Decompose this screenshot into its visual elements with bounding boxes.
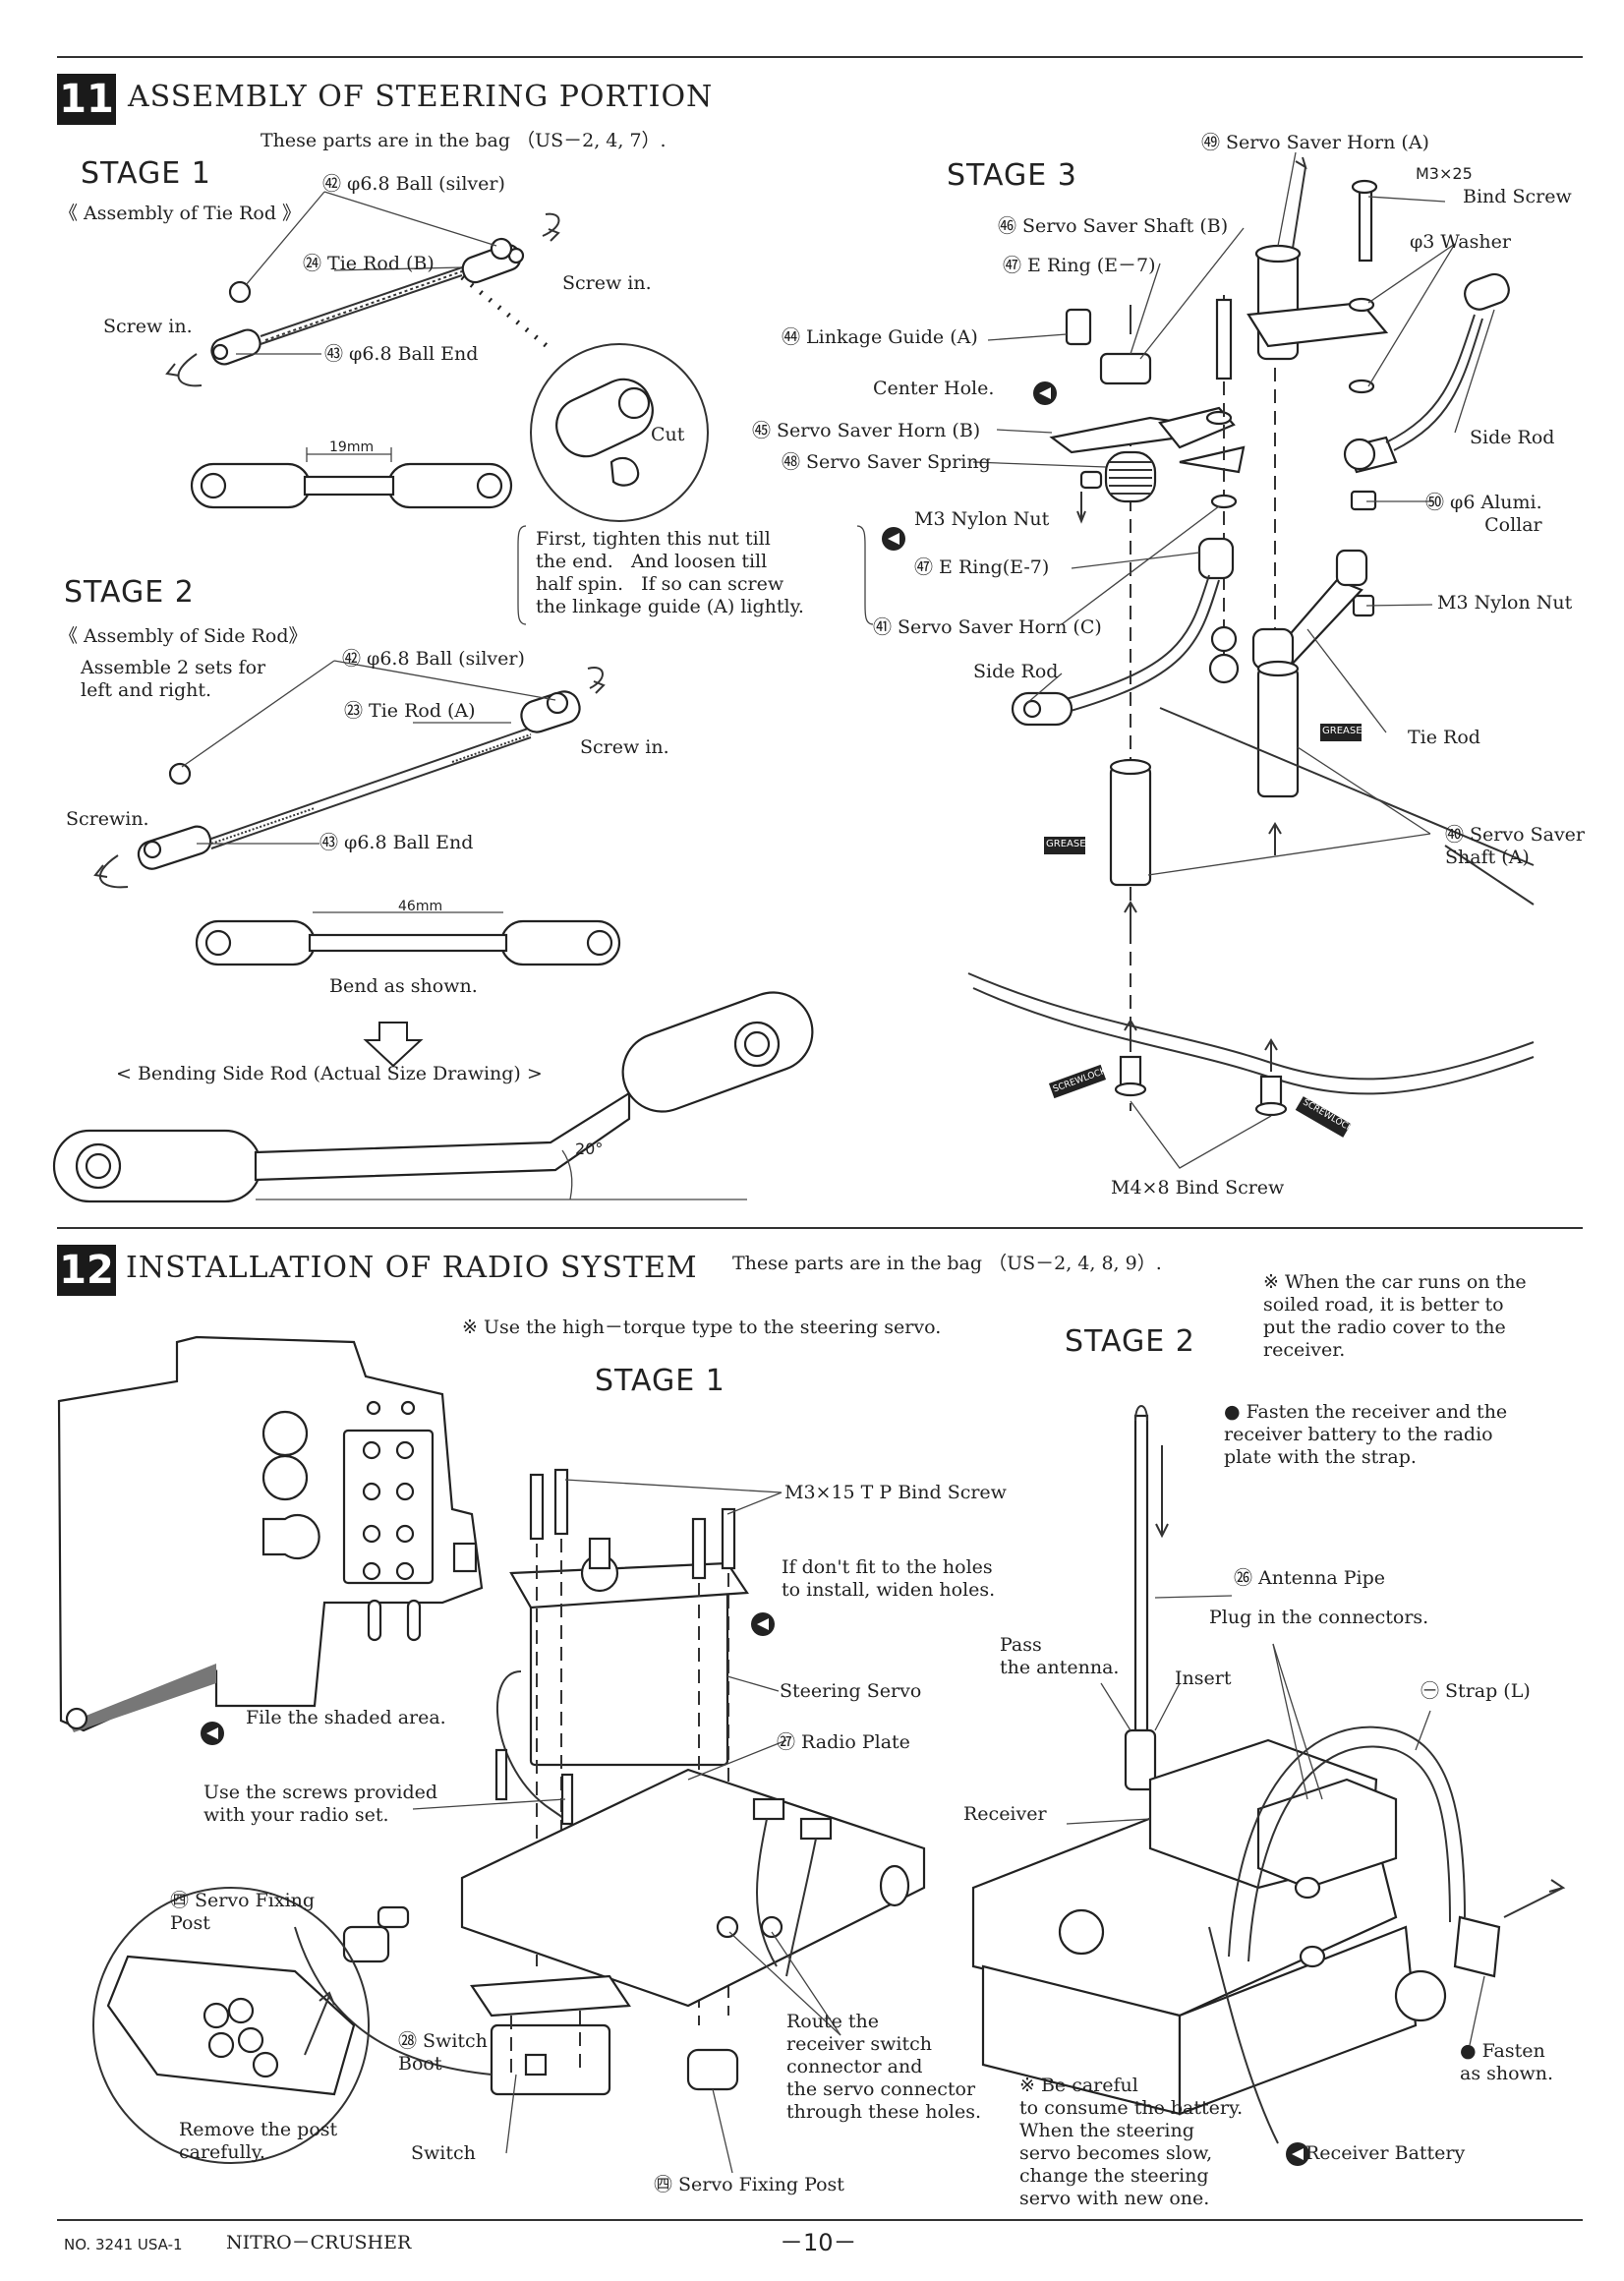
side-rod-left-label: Side Rod [973, 661, 1059, 682]
sets-note: Assemble 2 sets for left and right. [81, 657, 266, 701]
bend-note: Bend as shown. [329, 975, 478, 997]
grease-tag-2: GREASE [1046, 839, 1086, 849]
linkage-guide-label: ㊹ Linkage Guide (A) [782, 326, 978, 348]
tie-rod-label: Tie Rod [1408, 727, 1480, 748]
section-number-11: 11 [57, 74, 116, 125]
ball-label: ㊷ φ6.8 Ball (silver) [322, 173, 505, 195]
stage1-radio-title: STAGE 1 [595, 1364, 725, 1398]
servo-saver-horn-b-label: ㊺ Servo Saver Horn (B) [752, 420, 981, 441]
angle-label: 20° [575, 1140, 604, 1158]
section-rule [57, 1227, 1583, 1229]
tie-rod-a-label: ㉓ Tie Rod (A) [344, 700, 476, 722]
insert-label: Insert [1175, 1667, 1232, 1689]
washer-label: φ3 Washer [1410, 231, 1511, 253]
servo-saver-horn-c-label: ㊶ Servo Saver Horn (C) [873, 616, 1102, 638]
tag-shapes [1044, 724, 1362, 1138]
stage2-title: STAGE 2 [64, 575, 195, 610]
callout-arrow-icons [201, 381, 1309, 2166]
top-rule [57, 56, 1583, 58]
servo-saver-shaft-a-label: ㊵ Servo Saver Shaft (A) [1445, 824, 1585, 868]
stage2-radio-title: STAGE 2 [1065, 1324, 1195, 1359]
screw-in-left-label-2: Screwin. [66, 808, 149, 830]
servo-fixing-post-label: ㊃ Servo Fixing Post [170, 1890, 316, 1934]
tie-rod-b-exploded [165, 191, 709, 522]
screw-in-right-label-2: Screw in. [580, 736, 669, 758]
servo-saver-exploded [967, 151, 1535, 1169]
servo-fixing-post-bottom-label: ㊃ Servo Fixing Post [654, 2174, 844, 2195]
m3-nylon-nut-right-label: M3 Nylon Nut [1437, 592, 1573, 614]
servo-saver-spring-label: ㊽ Servo Saver Spring [782, 451, 991, 473]
tie-rod-19mm [190, 447, 513, 509]
bending-side-rod-title: < Bending Side Rod (Actual Size Drawing)… [116, 1063, 543, 1084]
dim-19mm: 19mm [329, 439, 375, 455]
bind-screw-label: Bind Screw [1463, 186, 1572, 207]
plug-connectors-note: Plug in the connectors. [1209, 1607, 1429, 1628]
alumi-collar-label: ㊿ φ6 Alumi. Collar [1425, 492, 1542, 536]
section-title-11: ASSEMBLY OF STEERING PORTION [128, 80, 714, 114]
fasten-receiver-note: ● Fasten the receiver and the receiver b… [1224, 1401, 1508, 1468]
ball-label-2: ㊷ φ6.8 Ball (silver) [342, 648, 525, 670]
e-ring-top-label: ㊼ E Ring (E－7) [1003, 255, 1156, 276]
tie-rod-b-label: ㉔ Tie Rod (B) [303, 253, 435, 274]
screw-in-right-label: Screw in. [562, 272, 652, 294]
receiver-label: Receiver [963, 1803, 1047, 1825]
page-number: －10－ [780, 2229, 857, 2256]
cut-label: Cut [651, 424, 685, 445]
stage3-title: STAGE 3 [947, 158, 1077, 193]
receiver-battery-label: Receiver Battery [1305, 2142, 1466, 2164]
remove-post-note: Remove the post carefully. [179, 2119, 338, 2163]
soiled-road-note: ※ When the car runs on the soiled road, … [1263, 1271, 1527, 1361]
steering-servo-label: Steering Servo [780, 1680, 922, 1702]
switch-boot-label: ㉘ Switch Boot [398, 2030, 488, 2075]
bag-note-11: These parts are in the bag （US－2, 4, 7）. [261, 130, 667, 151]
bag-note-12: These parts are in the bag （US－2, 4, 8, … [732, 1253, 1162, 1274]
nut-tighten-note: First, tighten this nut till the end. An… [536, 528, 804, 617]
widen-holes-note: If don't fit to the holes to install, wi… [782, 1556, 996, 1601]
use-screws-note: Use the screws provided with your radio … [203, 1782, 438, 1826]
ball-end-label-2: ㊸ φ6.8 Ball End [319, 832, 474, 853]
screw-in-left-label: Screw in. [103, 316, 193, 337]
antenna-pipe-label: ㉖ Antenna Pipe [1234, 1567, 1385, 1589]
center-hole-label: Center Hole. [873, 378, 995, 399]
m3-nylon-nut-left-label: M3 Nylon Nut [914, 508, 1050, 530]
pass-antenna-note: Pass the antenna. [1000, 1634, 1120, 1678]
side-rod-right-label: Side Rod [1470, 427, 1555, 448]
m3x15-bind-screw-label: M3×15 T P Bind Screw [784, 1482, 1007, 1503]
radio-plate-label: ㉗ Radio Plate [777, 1731, 910, 1753]
stage1-subtitle: 《 Assembly of Tie Rod 》 [59, 203, 302, 224]
m3x25-label: M3×25 [1416, 164, 1473, 183]
strap-label: ㊀ Strap (L) [1421, 1680, 1531, 1702]
section-number-12: 12 [57, 1245, 116, 1296]
receiver-strap-assembly [971, 1405, 1566, 2144]
tie-rod-46mm [195, 911, 621, 966]
switch-label: Switch [411, 2142, 476, 2164]
grease-tag-1: GREASE [1322, 726, 1363, 736]
bottom-rule [57, 2219, 1583, 2221]
steering-servo-exploded [92, 1468, 926, 2174]
stage2-subtitle: 《 Assembly of Side Rod》 [59, 625, 308, 647]
servo-saver-shaft-b-label: ㊻ Servo Saver Shaft (B) [998, 215, 1229, 237]
stage1-title: STAGE 1 [81, 156, 211, 191]
ball-end-label: ㊸ φ6.8 Ball End [324, 343, 479, 365]
fasten-as-shown-note: ● Fasten as shown. [1460, 2040, 1554, 2084]
servo-saver-horn-a-label: ㊾ Servo Saver Horn (A) [1201, 132, 1429, 153]
radio-plate-template [57, 1335, 484, 1732]
battery-careful-note: ※ Be careful to consume the battery. Whe… [1019, 2075, 1244, 2209]
m4x8-bind-screw-label: M4×8 Bind Screw [1111, 1177, 1285, 1199]
file-shaded-note: File the shaded area. [246, 1707, 446, 1728]
route-connectors-note: Route the receiver switch connector and … [786, 2011, 982, 2123]
section-title-12: INSTALLATION OF RADIO SYSTEM [126, 1251, 698, 1285]
high-torque-note: ※ Use the high－torque type to the steeri… [462, 1316, 942, 1338]
e-ring-mid-label: ㊼ E Ring(E-7) [914, 556, 1050, 578]
down-arrow-icon [363, 1022, 424, 1068]
doc-code: NO. 3241 USA-1 [64, 2236, 183, 2253]
dim-46mm: 46mm [398, 899, 443, 914]
tie-rod-a-exploded [93, 660, 606, 889]
side-rod-actual-size [52, 991, 814, 1203]
model-name: NITRO－CRUSHER [226, 2232, 412, 2253]
